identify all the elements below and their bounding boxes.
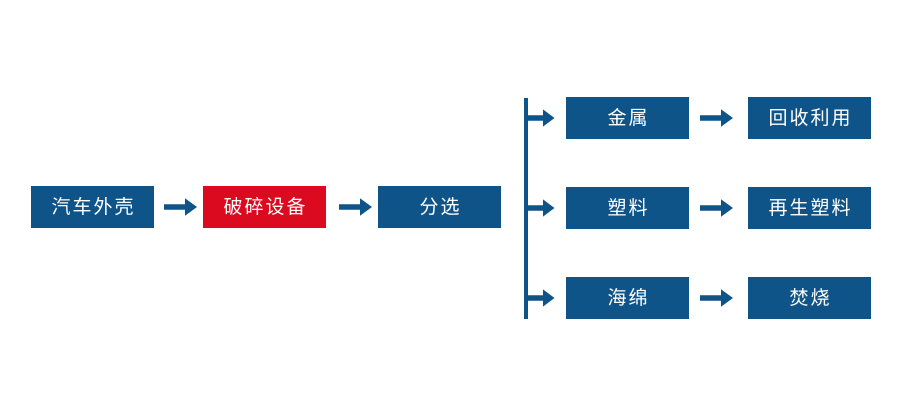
arrow-right-icon-input-to-crusher [164, 195, 198, 219]
node-material-sponge: 海绵 [566, 277, 689, 319]
node-destination-recycle: 回收利用 [748, 97, 871, 139]
node-crushing-equipment: 破碎设备 [203, 186, 326, 228]
node-material-plastic: 塑料 [566, 187, 689, 229]
arrow-right-icon-metal-to-recycle [700, 106, 734, 130]
node-material-metal: 金属 [566, 97, 689, 139]
node-destination-regenerated-plastic: 再生塑料 [748, 187, 871, 229]
arrow-right-icon-plastic-to-regen [700, 196, 734, 220]
arrow-right-icon-branch-plastic [526, 197, 556, 219]
arrow-right-icon-sponge-to-burn [700, 286, 734, 310]
arrow-right-icon-branch-sponge [526, 287, 556, 309]
arrow-right-icon-crusher-to-sorting [339, 195, 373, 219]
node-vehicle-shell: 汽车外壳 [31, 186, 154, 228]
node-destination-incineration: 焚烧 [748, 277, 871, 319]
arrow-right-icon-branch-metal [526, 107, 556, 129]
node-sorting: 分选 [378, 186, 501, 228]
